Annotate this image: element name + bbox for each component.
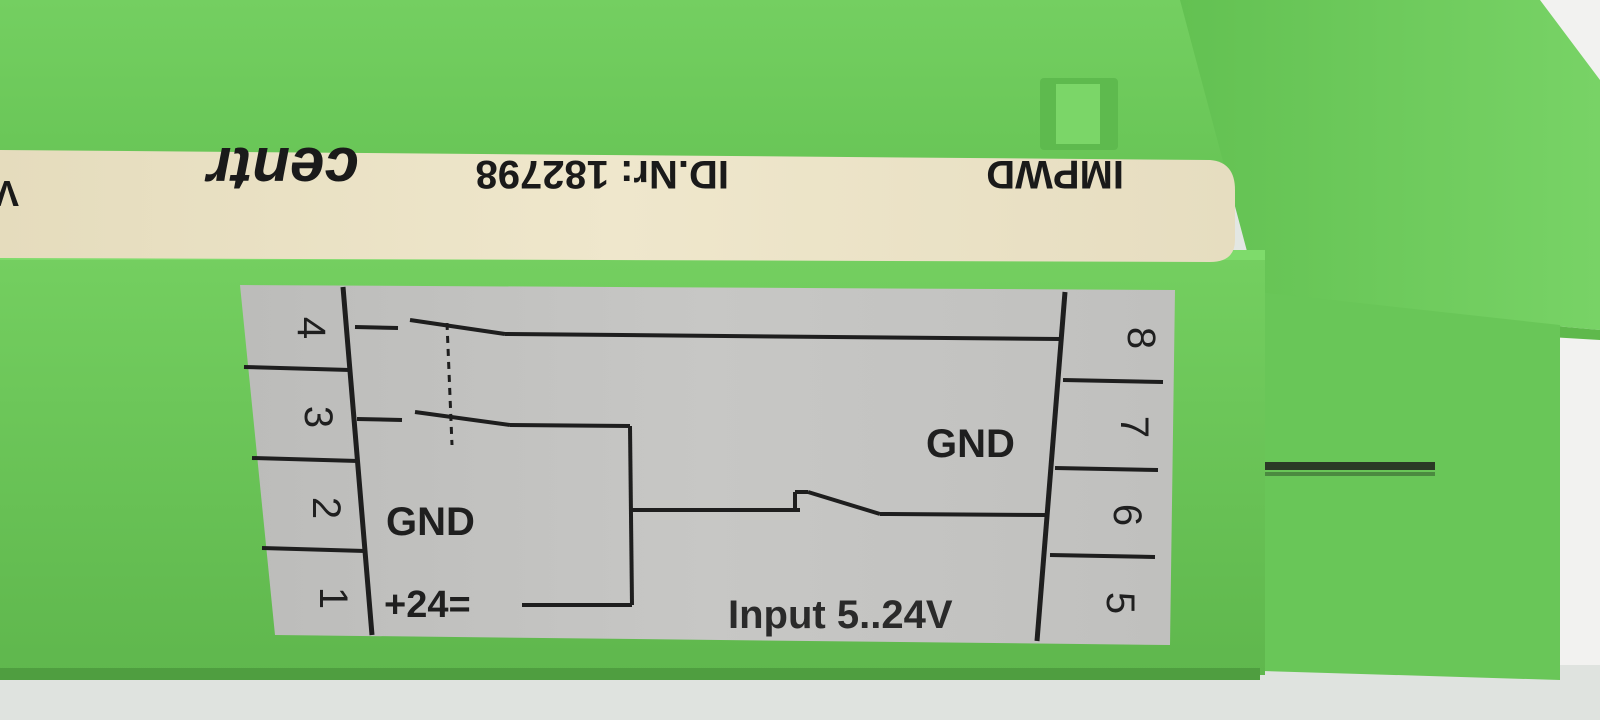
terminal-1-label: 1 xyxy=(311,587,355,609)
right-gnd-label: GND xyxy=(926,422,1015,466)
top-vent-inner xyxy=(1056,84,1100,144)
terminal-6-label: 6 xyxy=(1105,504,1149,526)
terminal-4-label: 4 xyxy=(289,317,333,339)
brand-text: centr xyxy=(205,134,359,203)
terminal-3-label: 3 xyxy=(296,406,340,428)
left-gnd-label: GND xyxy=(386,500,475,544)
product-label-text: IMPWD ID.Nr: 182798 centr V xyxy=(0,134,1124,214)
product-label xyxy=(0,150,1235,262)
diagram-lines xyxy=(243,286,1164,642)
right-slot xyxy=(1265,462,1435,470)
terminal-5-label: 5 xyxy=(1098,592,1142,614)
model-text: IMPWD xyxy=(986,152,1124,196)
module-top xyxy=(0,0,1240,175)
right-block-top xyxy=(1180,0,1600,330)
id-number-text: ID.Nr: 182798 xyxy=(476,152,729,196)
right-slot-shadow xyxy=(1265,472,1435,476)
diagram-panel xyxy=(240,285,1175,645)
right-block-front xyxy=(1230,290,1560,680)
input-voltage-label: Input 5..24V xyxy=(728,593,953,637)
terminal-2-label: 2 xyxy=(304,497,348,519)
terminal-7-label: 7 xyxy=(1112,416,1156,438)
supply-label: +24= xyxy=(384,584,471,626)
front-bottom-edge xyxy=(0,668,1260,680)
right-terminal-numbers: 8 7 6 5 xyxy=(1098,327,1163,614)
terminal-8-label: 8 xyxy=(1119,327,1163,349)
left-terminal-numbers: 4 3 2 1 xyxy=(289,317,355,609)
brand-fragment-text: V xyxy=(0,173,19,214)
